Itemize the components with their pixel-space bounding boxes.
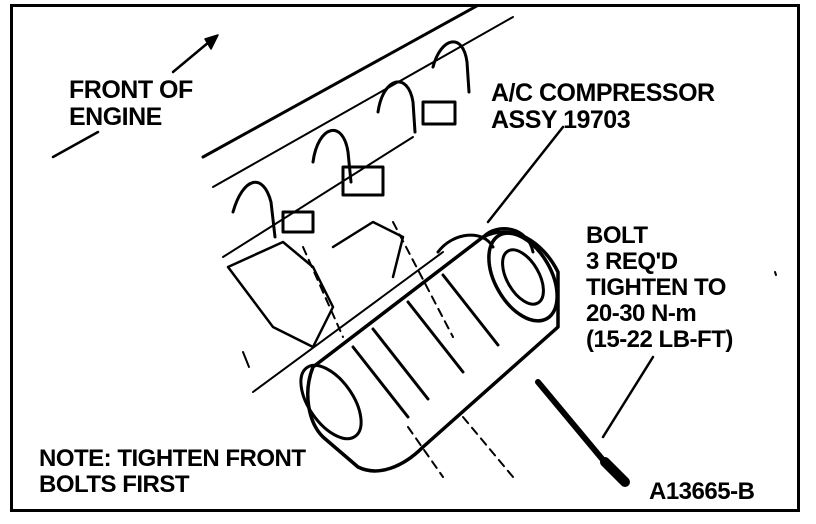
dashed-guide <box>392 221 454 338</box>
dashed-guide <box>462 416 514 478</box>
figure-code: A13665-B <box>649 478 755 505</box>
label-line: 3 REQ'D <box>586 248 678 275</box>
label-line: TIGHTEN TO <box>586 274 726 301</box>
front-arrow-head <box>204 34 219 50</box>
compressor-label: A/C COMPRESSOR ASSY 19703 <box>491 80 715 134</box>
mounting-bolt <box>535 379 616 475</box>
compressor-body <box>306 230 560 473</box>
dashed-guide <box>302 246 344 338</box>
stray-mark <box>242 351 250 368</box>
front-indicator-line <box>51 130 100 159</box>
label-line: NOTE: TIGHTEN FRONT <box>39 445 306 472</box>
engine-block-edge <box>201 7 478 159</box>
label-line: (15-22 LB-FT) <box>586 326 733 353</box>
compressor-pulley <box>487 231 559 323</box>
label-line: BOLTS FIRST <box>39 471 190 498</box>
bracket-outline <box>331 220 405 279</box>
compressor-pulley <box>501 248 545 306</box>
bracket-block <box>341 165 385 197</box>
bracket-outline <box>226 240 335 349</box>
dashed-guide <box>407 426 444 478</box>
bracket-block <box>281 210 315 234</box>
compressor-end-cap <box>299 363 363 441</box>
compressor-band <box>351 345 410 419</box>
compressor-band <box>406 300 465 374</box>
label-line: 20-30 N-m <box>586 300 697 327</box>
label-line: ASSY 19703 <box>491 106 631 134</box>
engine-rib <box>431 40 471 94</box>
label-line: A/C COMPRESSOR <box>491 79 715 107</box>
tightening-note: NOTE: TIGHTEN FRONT BOLTS FIRST <box>39 445 306 498</box>
bolt-spec-label: BOLT 3 REQ'D TIGHTEN TO 20-30 N-m (15-22… <box>586 223 733 353</box>
label-line: BOLT <box>586 222 648 249</box>
pulley-groove <box>481 227 535 254</box>
leader-line-bolt <box>601 355 655 439</box>
leader-line-compressor <box>486 125 565 224</box>
compressor-band <box>371 327 430 401</box>
label-line: ENGINE <box>69 103 162 131</box>
engine-block-edge <box>252 251 444 393</box>
front-of-engine-label: FRONT OF ENGINE <box>69 77 193 131</box>
diagram-frame: FRONT OF ENGINE A/C COMPRESSOR ASSY 1970… <box>10 4 800 512</box>
engine-rib <box>311 129 353 184</box>
engine-rib <box>376 80 417 134</box>
compressor-mounting-illustration <box>51 7 777 487</box>
pulley-groove <box>436 233 495 254</box>
mounting-bolt-head <box>600 457 630 487</box>
bracket-block <box>421 100 457 126</box>
label-line: FRONT OF <box>69 76 193 104</box>
stray-mark <box>774 271 777 276</box>
compressor-band <box>441 273 500 347</box>
engine-block-edge <box>222 136 414 258</box>
engine-rib <box>231 180 277 239</box>
engine-block-edge <box>212 16 514 188</box>
